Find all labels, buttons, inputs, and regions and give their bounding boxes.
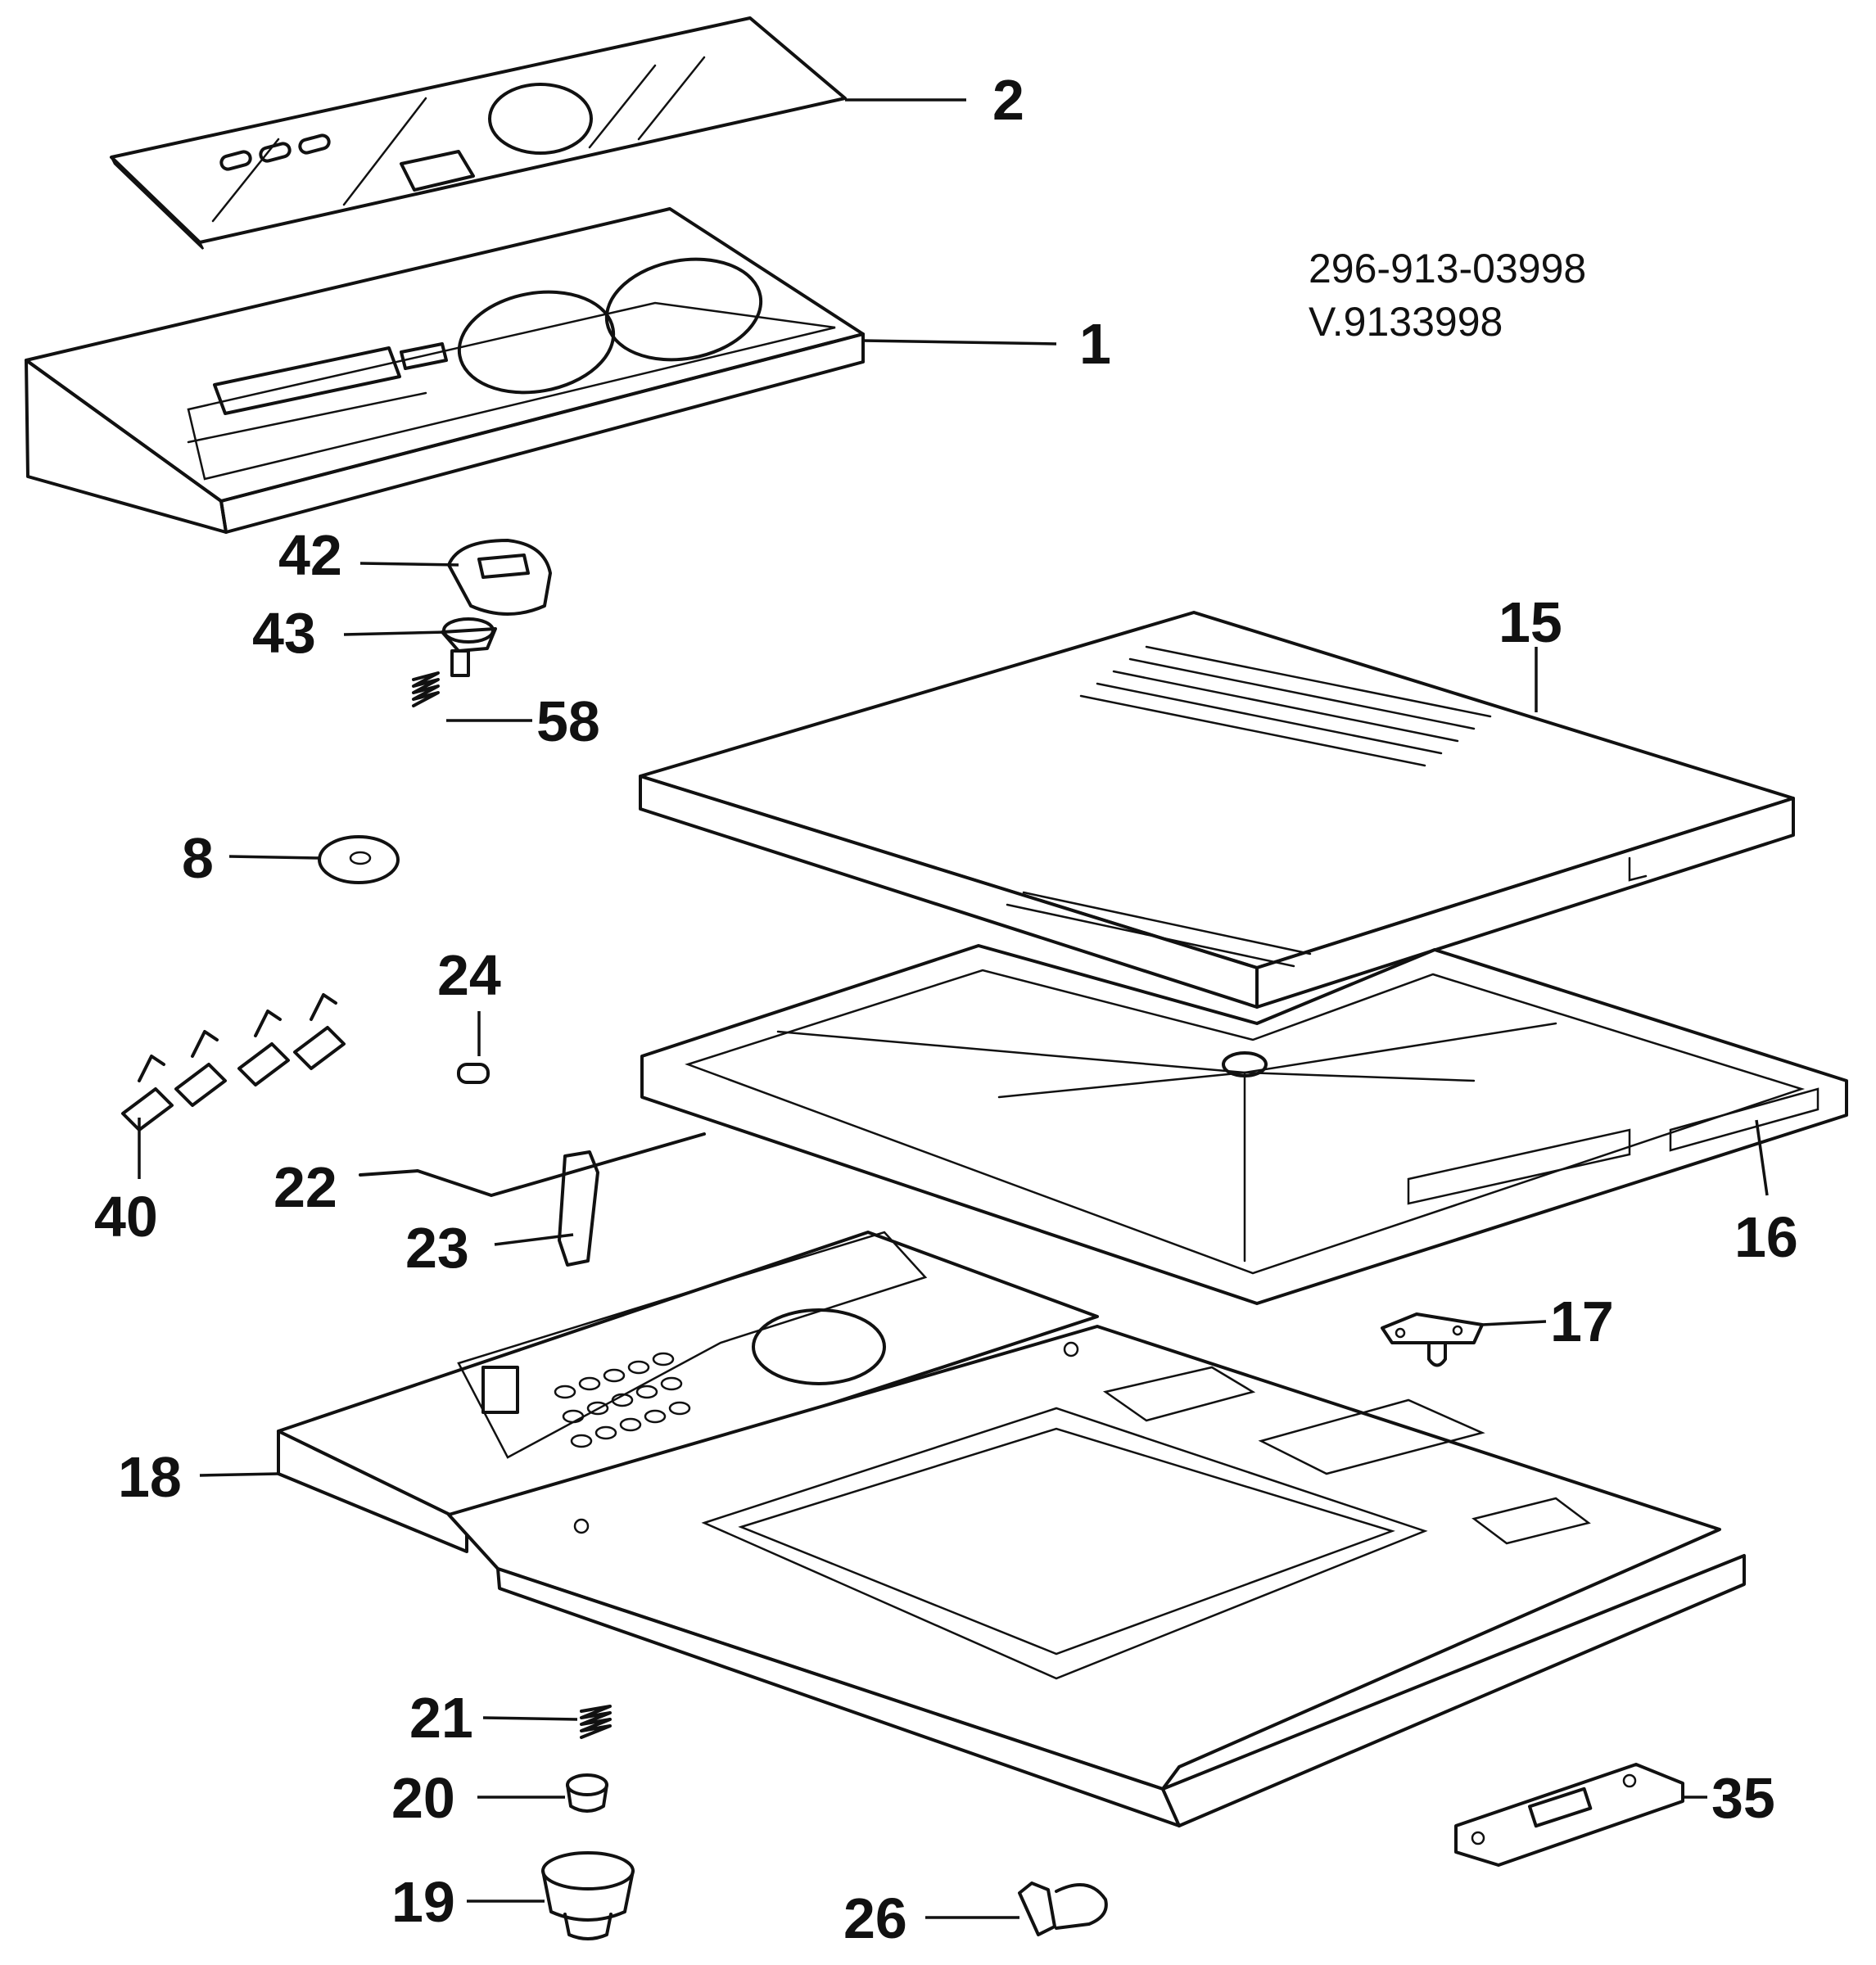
callout-58: 58: [536, 689, 600, 753]
callout-19: 19: [391, 1870, 455, 1934]
part-16-frame[interactable]: [640, 944, 1848, 1305]
callout-42: 42: [278, 523, 342, 587]
callout-20: 20: [391, 1766, 455, 1830]
callout-18: 18: [118, 1445, 182, 1509]
callout-24: 24: [437, 943, 501, 1007]
drawing-code-1: 296-913-03998: [1309, 246, 1586, 291]
callout-21: 21: [409, 1686, 473, 1750]
callout-35: 35: [1711, 1766, 1775, 1830]
part-40-buttons[interactable]: [121, 993, 346, 1132]
lower-frame[interactable]: [447, 1325, 1746, 1827]
drawing-code-2: V.9133998: [1309, 299, 1503, 345]
callout-16: 16: [1734, 1205, 1798, 1269]
part-42-knob[interactable]: [447, 539, 552, 616]
part-24-pin[interactable]: [457, 1063, 490, 1084]
part-26-hinge-clip[interactable]: [1018, 1881, 1108, 1936]
part-20-grommet[interactable]: [566, 1773, 608, 1813]
callout-15: 15: [1499, 590, 1562, 654]
callout-43: 43: [252, 601, 316, 665]
callout-26: 26: [843, 1886, 907, 1950]
callout-2: 2: [992, 68, 1024, 132]
part-2-glass-panel[interactable]: [110, 16, 847, 250]
part-1-control-panel[interactable]: [25, 207, 865, 534]
part-23-clip[interactable]: [558, 1150, 599, 1267]
callout-17: 17: [1550, 1290, 1614, 1353]
part-43-knob-shaft[interactable]: [441, 617, 497, 677]
part-21-spring[interactable]: [580, 1705, 612, 1739]
leader-lines: [138, 98, 1769, 1919]
tray-perforations: [554, 1352, 691, 1448]
callout-8: 8: [182, 826, 214, 890]
part-35-latch-plate[interactable]: [1454, 1763, 1684, 1867]
callout-22: 22: [273, 1155, 337, 1219]
callout-1: 1: [1079, 312, 1111, 376]
callout-40: 40: [94, 1185, 158, 1249]
part-15-top-lid[interactable]: [639, 611, 1795, 1009]
part-8-washer[interactable]: [318, 835, 400, 884]
part-19-foot[interactable]: [541, 1851, 635, 1940]
callout-23: 23: [405, 1216, 469, 1280]
part-18-console-tray[interactable]: [277, 1231, 1099, 1553]
part-22-wire-rod[interactable]: [359, 1132, 706, 1197]
part-17-bracket[interactable]: [1381, 1312, 1484, 1367]
part-58-spring[interactable]: [412, 671, 440, 707]
